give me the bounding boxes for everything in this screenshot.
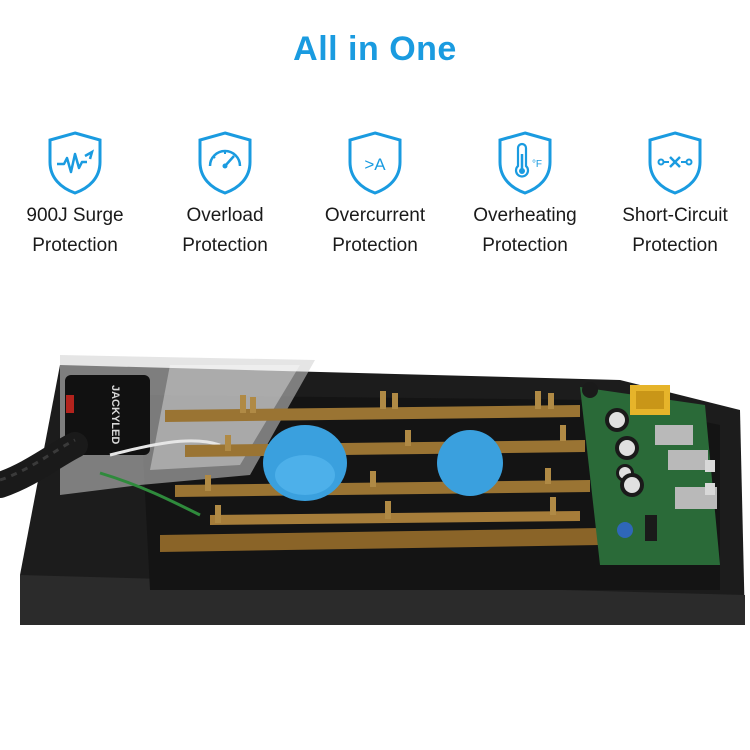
feature-label-line1: Overheating bbox=[473, 205, 577, 226]
indicator-light bbox=[66, 395, 74, 413]
thermometer-shield-icon: °F bbox=[498, 131, 552, 195]
power-cord bbox=[0, 432, 88, 498]
feature-short-circuit: Short-Circuit Protection bbox=[600, 130, 750, 261]
green-wire bbox=[99, 471, 201, 517]
feature-label-line2: Protection bbox=[632, 235, 718, 256]
blue-component bbox=[617, 522, 633, 538]
feature-label-line1: Short-Circuit bbox=[622, 205, 728, 226]
short-circuit-shield-icon bbox=[648, 131, 702, 195]
feature-overheating: °F Overheating Protection bbox=[450, 130, 600, 261]
fahrenheit-symbol: °F bbox=[532, 159, 542, 170]
ampere-shield-icon: >A bbox=[348, 131, 402, 195]
white-wire bbox=[109, 439, 221, 457]
switch-button bbox=[437, 430, 503, 496]
feature-surge: 900J Surge Protection bbox=[0, 130, 150, 261]
ampere-symbol: >A bbox=[364, 155, 386, 174]
feature-label-line1: 900J Surge bbox=[26, 205, 124, 226]
feature-label-line2: Protection bbox=[482, 235, 568, 256]
surge-wave-shield-icon bbox=[48, 131, 102, 195]
feature-label-line1: Overcurrent bbox=[324, 205, 426, 226]
gauge-shield-icon bbox=[198, 131, 252, 195]
feature-label-line1: Overload bbox=[186, 205, 264, 226]
brass-strip bbox=[160, 528, 600, 552]
reset-button-top bbox=[275, 455, 335, 495]
feature-label-line2: Protection bbox=[332, 235, 418, 256]
feature-overcurrent: >A Overcurrent Protection bbox=[300, 130, 450, 261]
product-cutaway-image: JACKYLED bbox=[0, 355, 745, 625]
plug-block bbox=[65, 375, 150, 455]
capacitors bbox=[582, 382, 644, 497]
brass-strip bbox=[165, 405, 580, 422]
feature-overload: Overload Protection bbox=[150, 130, 300, 261]
feature-label-line2: Protection bbox=[32, 235, 118, 256]
brass-strip bbox=[210, 511, 580, 525]
feature-list: 900J Surge Protection Overload Protectio… bbox=[0, 130, 750, 270]
contact-clips bbox=[205, 391, 566, 523]
brand-text: JACKYLED bbox=[109, 385, 121, 444]
page-title: All in One bbox=[293, 30, 457, 68]
feature-label-line2: Protection bbox=[182, 235, 268, 256]
